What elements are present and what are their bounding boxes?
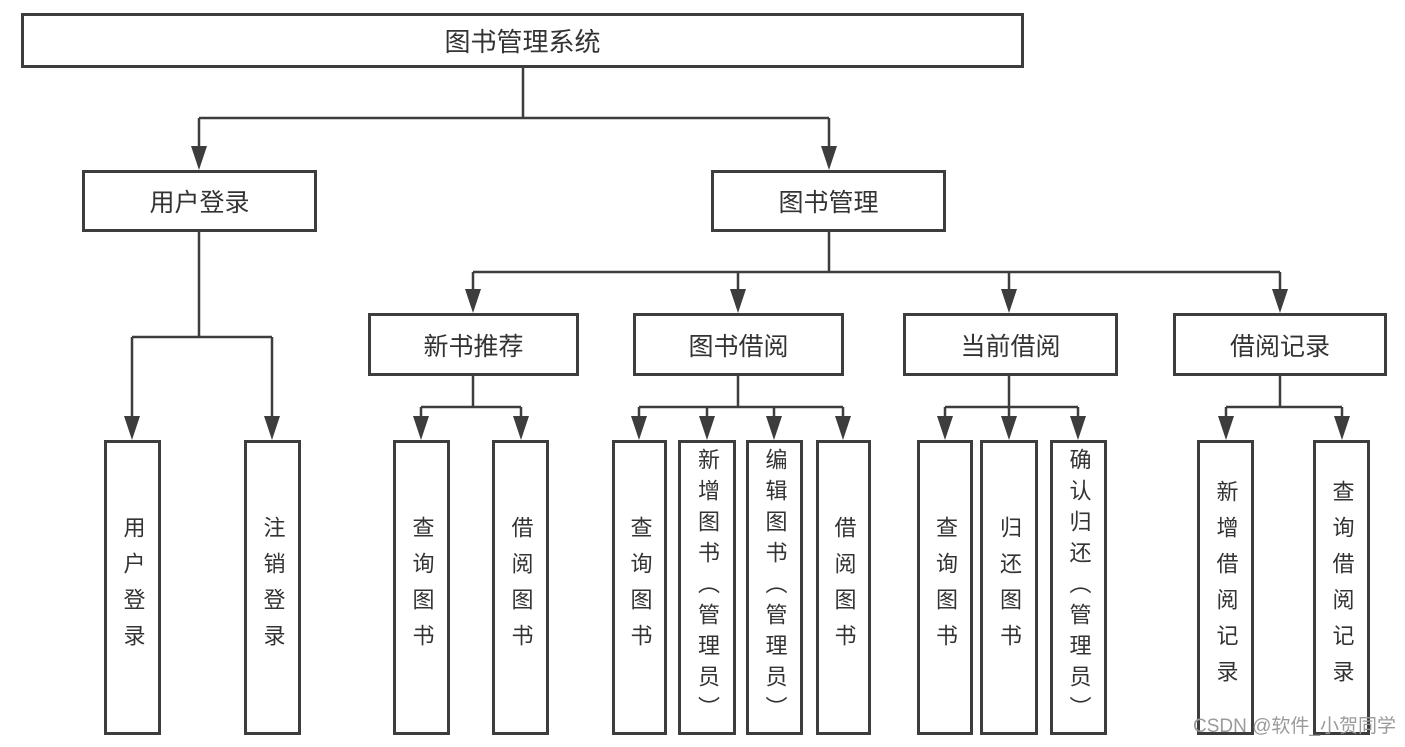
- leaf-bb-edit-books-admin-label: 编辑图书（管理员）: [762, 448, 788, 727]
- leaf-bb-borrow-books: 借阅图书: [816, 440, 871, 735]
- leaf-nb-borrow-books-label: 借阅图书: [508, 515, 534, 660]
- connector-bookborrow-to-leaves: [637, 376, 845, 420]
- leaf-bb-add-books-admin-label: 新增图书（管理员）: [695, 448, 720, 727]
- node-current-borrowing-label: 当前借阅: [960, 332, 1061, 361]
- leaf-br-query-record-label: 查询借阅记录: [1329, 479, 1355, 696]
- arrowheads-level3: [465, 289, 1288, 313]
- leaf-cb-return-books: 归还图书: [980, 440, 1038, 735]
- leaf-nb-borrow-books: 借阅图书: [492, 440, 549, 735]
- leaf-logout-label: 注销登录: [260, 515, 286, 660]
- leaf-cb-confirm-return-admin-label: 确认归还（管理员）: [1066, 448, 1092, 727]
- connector-currentborrow-to-leaves: [943, 376, 1080, 420]
- node-book-management-label: 图书管理: [778, 189, 879, 217]
- leaf-cb-query-books-label: 查询图书: [933, 515, 958, 660]
- arrowheads-level2: [191, 146, 837, 170]
- leaf-bb-query-books-label: 查询图书: [627, 515, 653, 660]
- node-root-label: 图书管理系统: [444, 27, 601, 57]
- node-user-login-label: 用户登录: [149, 189, 250, 217]
- connector-userlogin-to-leaves: [130, 232, 274, 420]
- leaf-logout: 注销登录: [244, 440, 301, 735]
- node-root: 图书管理系统: [21, 13, 1024, 68]
- leaf-cb-query-books: 查询图书: [917, 440, 973, 735]
- leaf-nb-query-books-label: 查询图书: [409, 515, 435, 660]
- connector-root-to-level2: [197, 68, 831, 150]
- arrowheads-leaves: [124, 416, 1350, 440]
- leaf-br-add-record-label: 新增借阅记录: [1213, 479, 1239, 696]
- node-borrowing-records: 借阅记录: [1173, 313, 1387, 376]
- leaf-user-login: 用户登录: [104, 440, 161, 735]
- node-new-book-recommend: 新书推荐: [368, 313, 579, 376]
- leaf-nb-query-books: 查询图书: [393, 440, 450, 735]
- node-new-book-recommend-label: 新书推荐: [423, 332, 524, 361]
- leaf-bb-add-books-admin: 新增图书（管理员）: [678, 440, 736, 735]
- node-current-borrowing: 当前借阅: [903, 313, 1118, 376]
- leaf-bb-query-books: 查询图书: [612, 440, 667, 735]
- leaf-br-query-record: 查询借阅记录: [1313, 440, 1370, 735]
- node-book-borrowing: 图书借阅: [633, 313, 844, 376]
- node-user-login: 用户登录: [82, 170, 317, 232]
- watermark: CSDN @软件_小贺同学: [1193, 716, 1396, 737]
- node-book-borrowing-label: 图书借阅: [688, 332, 789, 361]
- leaf-cb-return-books-label: 归还图书: [997, 515, 1022, 660]
- node-borrowing-records-label: 借阅记录: [1229, 332, 1330, 361]
- leaf-cb-confirm-return-admin: 确认归还（管理员）: [1050, 440, 1107, 735]
- connector-newbook-to-leaves: [419, 376, 523, 420]
- leaf-bb-edit-books-admin: 编辑图书（管理员）: [746, 440, 803, 735]
- leaf-bb-borrow-books-label: 借阅图书: [831, 515, 857, 660]
- connector-bookmgmt-to-level3: [471, 232, 1282, 293]
- node-book-management: 图书管理: [711, 170, 946, 232]
- connector-records-to-leaves: [1224, 376, 1344, 420]
- leaf-br-add-record: 新增借阅记录: [1197, 440, 1254, 735]
- leaf-user-login-label: 用户登录: [120, 515, 146, 660]
